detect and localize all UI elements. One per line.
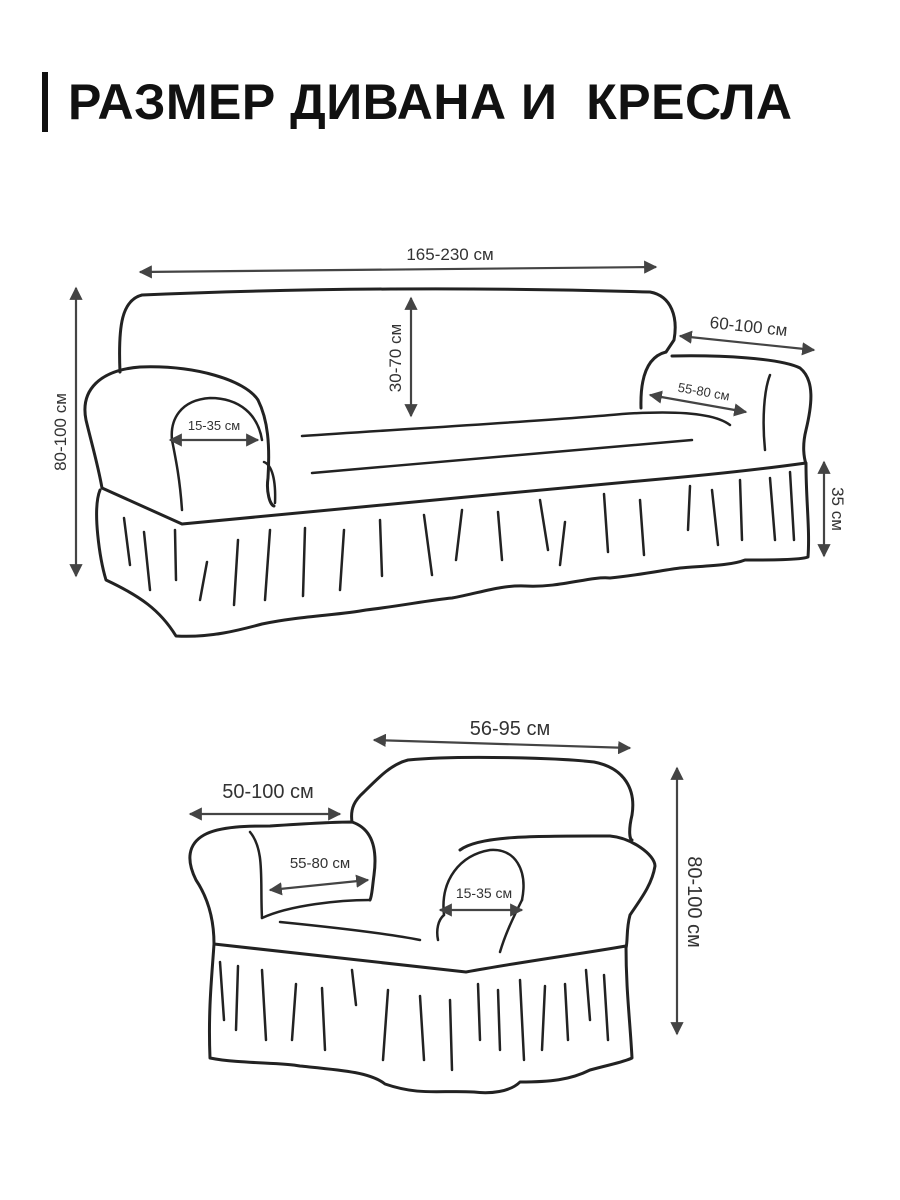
sofa-arm-width-label: 15-35 см (188, 418, 240, 433)
armchair-skirt-folds (218, 960, 610, 1072)
armchair-arm-width-label: 15-35 см (456, 885, 512, 901)
sofa-back-label: 30-70 см (386, 324, 405, 392)
sofa-drawing (83, 287, 813, 638)
armchair-backrest (350, 755, 635, 842)
sofa-backrest (118, 287, 677, 374)
sofa-width-label: 165-230 см (406, 245, 493, 264)
armchair-width-arrow (372, 733, 632, 755)
sofa-left-arm (83, 365, 276, 508)
armchair-height-label: 80-100 см (683, 856, 705, 948)
sofa-seat-depth-label: 55-80 см (677, 380, 731, 404)
sofa-right-arm (639, 350, 668, 410)
sofa-seat-depth-arrow (648, 390, 748, 417)
title-accent-bar (42, 72, 48, 132)
armchair-seat-depth-arrow (268, 874, 370, 896)
sofa-skirt-hem (95, 463, 811, 638)
armchair-skirt-hem (207, 942, 634, 1095)
sofa-skirt-label: 35 см (828, 487, 847, 531)
armchair-width-label: 56-95 см (470, 718, 550, 740)
sofa-arm-length-label: 60-100 см (709, 313, 788, 340)
sofa-skirt-folds (122, 470, 796, 607)
sofa-skirt-top (100, 461, 808, 526)
armchair-arm-length-label: 50-100 см (222, 781, 314, 803)
armchair-right-arm (458, 834, 657, 950)
page-title: РАЗМЕР ДИВАНА И КРЕСЛА (68, 74, 793, 130)
sofa-height-label: 80-100 см (51, 393, 70, 471)
armchair-left-arm (188, 820, 377, 946)
armchair-drawing (188, 755, 657, 1095)
armchair-skirt-top (212, 942, 628, 974)
sofa-arm-length-arrow (678, 330, 816, 356)
armchair-seat-depth-label: 55-80 см (290, 855, 350, 872)
sofa-width-arrow (138, 260, 658, 279)
